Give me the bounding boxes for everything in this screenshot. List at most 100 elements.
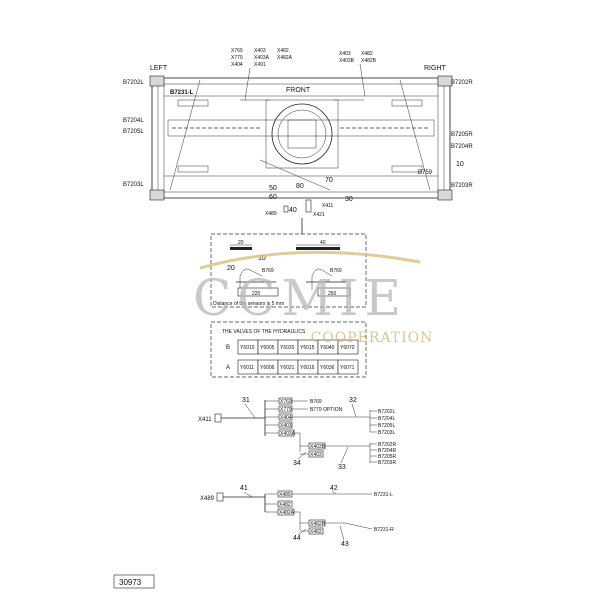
w1-conn-x404-label: X404 [280, 415, 292, 421]
w2-conn-x482a-label: X482A [279, 510, 295, 516]
corner-block-bl [149, 189, 165, 201]
detail-sensor-b769-2: B769 [330, 268, 342, 274]
conn-x491: X491 [254, 62, 266, 68]
w1-b769: B769 [310, 399, 322, 405]
w1-conn-x779-label: X779 [280, 407, 292, 413]
callout-b7205l: B7205L [123, 129, 144, 135]
hyd-cell [337, 359, 359, 375]
sensor-arc-left [239, 268, 263, 290]
detail-item-20: 20 [227, 265, 235, 272]
hyd-cell-value: Y6005 [260, 345, 275, 351]
w2-conn-x482-2-label: X482 [310, 529, 322, 535]
w1-leader-34 [297, 451, 307, 460]
left-label: LEFT [150, 65, 168, 72]
dim-box-220 [237, 287, 279, 297]
conn-x482: X482 [277, 48, 289, 54]
w1-conn-x769-label: X769 [280, 399, 292, 405]
hyd-cell-value: Y6070 [340, 345, 355, 351]
w2-item-42: 42 [330, 485, 338, 492]
sensor-bar-right [296, 247, 340, 250]
hyd-cell-value: Y6006 [260, 365, 275, 371]
harness-center [259, 159, 331, 191]
w1-source-x411: X411 [198, 417, 212, 423]
corner-block-tr [437, 75, 453, 87]
frame-inner [157, 83, 445, 193]
watermark-main: CCMIE [193, 269, 407, 327]
detail-view: 20 10 20 B769 220 40 B769 250 Distance o… [210, 233, 367, 308]
w2-leader-44 [297, 528, 307, 536]
hyd-cell-value: Y6010 [240, 345, 255, 351]
callout-b7203l: B7203L [123, 182, 144, 188]
hyd-table-frame [210, 321, 367, 378]
leader-top-mid [244, 67, 251, 101]
w1-plug [214, 413, 222, 423]
detail-item-10: 10 [258, 255, 266, 262]
dim-250-label: 250 [328, 291, 337, 297]
item-x411: X411 [322, 203, 334, 209]
watermark-sub: COOPERATION [311, 330, 434, 346]
item-50: 50 [269, 185, 277, 192]
harness-left [169, 79, 201, 191]
item-30: 30 [345, 196, 353, 203]
hyd-cell-value: Y6020 [280, 345, 295, 351]
dim-220-label: 220 [252, 291, 261, 297]
conn-r-x482: X482 [361, 51, 373, 57]
dim-40-label: 40 [320, 240, 326, 246]
slewing-ring-outer [271, 103, 333, 165]
w2-conn-x489-label: X489 [279, 492, 291, 498]
hyd-row-label: B [226, 345, 230, 351]
dim-20-label: 20 [238, 240, 244, 246]
conn-x403a: X403A [254, 55, 270, 61]
dim-box-250 [317, 287, 351, 297]
figure-number-frame [113, 574, 155, 589]
cylinder-br [391, 165, 423, 173]
watermark: CCMIE COOPERATION [193, 250, 434, 346]
w1-leader-31 [244, 403, 256, 419]
w1-b7204l: B7204L [378, 416, 395, 422]
w1-conn-x403b-label: X403B [310, 444, 326, 450]
hyd-cell-value: Y6016 [300, 365, 315, 371]
conn-x482a: X482A [277, 55, 293, 61]
w1-b779-option: B779 OPTION [310, 407, 343, 413]
w2-leader-42 [331, 490, 337, 495]
w1-b7202l: B7202L [378, 409, 395, 415]
w1-item-31: 31 [242, 397, 250, 404]
leader-top-right [359, 63, 366, 97]
hyd-cell-value: Y6071 [340, 365, 355, 371]
item-x489: X489 [265, 211, 277, 217]
w1-conn-x403-label: X403 [280, 423, 292, 429]
cylinder-bl [177, 165, 209, 173]
w2-plug [216, 492, 224, 502]
hyd-cell [337, 339, 359, 355]
w1-leader-33 [340, 446, 349, 464]
connector-x489-shape [283, 205, 289, 213]
item-x421: X421 [313, 212, 325, 218]
w1-b7203r: B7203R [378, 460, 396, 466]
conn-r-x403b: X403B [339, 58, 355, 64]
figure-number: 30973 [119, 578, 142, 587]
right-label: RIGHT [424, 65, 447, 72]
callout-b7203r: B7203R [451, 183, 473, 189]
w1-b7205l: B7205L [378, 423, 395, 429]
conn-x403: X403 [254, 48, 266, 54]
item-60: 60 [269, 194, 277, 201]
figure-number-box: 30973 [113, 574, 155, 589]
w2-conn-x482b-label: X482B [310, 521, 326, 527]
w2-item-43: 43 [341, 541, 349, 548]
callout-b759: B759 [418, 170, 433, 176]
sensor-left-label: B7231-L [170, 90, 194, 96]
detail-sensor-b769-1: B769 [262, 268, 274, 274]
item-40: 40 [289, 207, 297, 214]
item-70: 70 [325, 177, 333, 184]
hyd-cell-value: Y6021 [280, 365, 295, 371]
hyd-cell-value: Y6011 [240, 365, 254, 371]
sensor-bar-left [230, 247, 252, 250]
hyd-cell-value: Y6040 [320, 345, 335, 351]
watermark-swoosh [199, 250, 421, 270]
w1-item-34: 34 [293, 460, 301, 467]
hyd-cell-value: Y6015 [300, 345, 315, 351]
w2-item-44: 44 [293, 535, 301, 542]
conn-r-x403: X403 [339, 51, 351, 57]
turret-housing [265, 99, 339, 169]
